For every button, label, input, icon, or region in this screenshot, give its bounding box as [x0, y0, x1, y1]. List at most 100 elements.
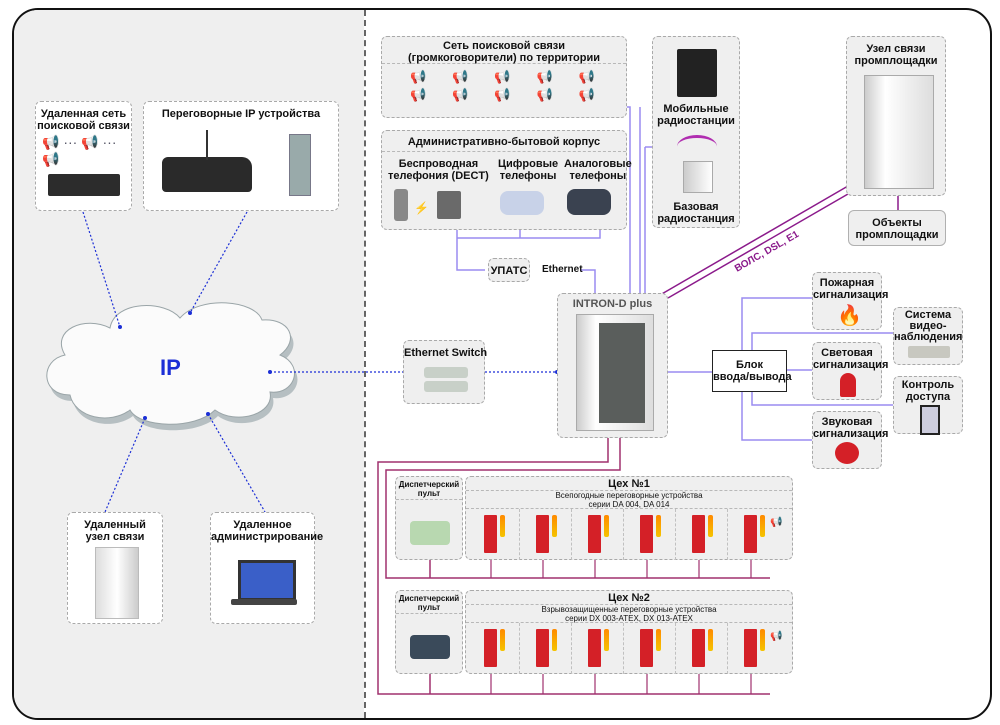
beacon-icon	[500, 515, 505, 537]
dect-base-icon	[437, 191, 461, 219]
core-system-title: INTRON-D plus	[572, 298, 653, 310]
intercom-cell	[676, 623, 728, 674]
beacon-icon	[840, 373, 856, 397]
base-station-icon	[683, 161, 713, 193]
ethernet-link-label: Ethernet	[542, 264, 583, 275]
fire-icon: 🔥	[837, 305, 862, 327]
camera-icon	[908, 346, 950, 358]
analog-phone-icon	[567, 189, 611, 215]
beacon-icon	[760, 629, 765, 651]
workshop-devices-box: Цех №1 Всепогодные переговорные устройст…	[465, 476, 793, 560]
intercom-icon	[640, 515, 653, 553]
horn-speaker-icon: 📢	[770, 631, 783, 642]
workshop-devices-box: Цех №2 Взрывозащищенные переговорные уст…	[465, 590, 793, 674]
horn-speaker-icon: 📢	[770, 517, 783, 528]
intercom-cell	[572, 509, 624, 560]
gooseneck-mic-icon	[206, 130, 208, 160]
admin-building-title: Административно-бытовой корпус	[407, 136, 601, 148]
beacon-icon	[604, 515, 609, 537]
laptop-icon	[238, 560, 296, 601]
territory-speaker-icons: 📢📢📢📢📢	[410, 69, 621, 84]
speaker-icons: 📢 ··· 📢 ··· 📢	[42, 134, 117, 167]
admin-building-box: Административно-бытовой корпус Беспровод…	[381, 130, 632, 230]
intercom-cell	[520, 623, 572, 674]
ip-cloud-label: IP	[160, 355, 181, 380]
beacon-icon	[656, 629, 661, 651]
core-rack-icon	[576, 314, 654, 431]
intercom-icon	[588, 629, 601, 667]
intercom-cell	[572, 623, 624, 674]
dect-handset-icon	[394, 189, 408, 221]
digital-phone-icon	[500, 191, 544, 215]
intercom-icon	[692, 629, 705, 667]
intercom-icon	[484, 629, 497, 667]
beacon-icon	[552, 515, 557, 537]
beacon-icon	[656, 515, 661, 537]
paging-network-title: Сеть поисковой связи(громкоговорители) п…	[407, 40, 601, 64]
pbx-label: УПАТС	[490, 265, 528, 277]
intercom-icon	[692, 515, 705, 553]
intercom-cell	[520, 509, 572, 560]
intercom-icon	[536, 629, 549, 667]
dispatcher-console-icon	[410, 635, 450, 659]
zone-divider	[364, 10, 366, 718]
pbx-box: УПАТС	[488, 258, 530, 282]
workshop-subtitle: Взрывозащищенные переговорные устройства…	[541, 605, 717, 623]
intercom-cell	[468, 509, 520, 560]
switch-icon	[424, 367, 468, 378]
ip-intercoms-title: Переговорные IP устройства	[161, 108, 321, 120]
intercom-icon	[744, 515, 757, 553]
intercom-icon	[536, 515, 549, 553]
beacon-icon	[500, 629, 505, 651]
core-system-box: INTRON-D plus	[557, 293, 668, 438]
siren-icon	[835, 442, 859, 464]
radio-waves-icon	[677, 135, 717, 158]
workshop-title: Цех №2	[608, 592, 650, 604]
intercom-cell: 📢	[728, 623, 783, 674]
paging-network-box: Сеть поисковой связи(громкоговорители) п…	[381, 36, 627, 118]
ethernet-switch-title: Ethernet Switch	[404, 347, 488, 359]
workshop-title: Цех №1	[608, 478, 650, 490]
intercom-icon	[484, 515, 497, 553]
beacon-icon	[708, 515, 713, 537]
door-icon	[920, 405, 940, 435]
site-rack-icon	[864, 75, 934, 189]
paging-amplifier-icon	[48, 174, 120, 196]
ethernet-switch-box: Ethernet Switch	[403, 340, 488, 404]
dispatcher-console-icon	[410, 521, 450, 545]
rack-icon	[95, 547, 139, 619]
intercom-cell	[468, 623, 520, 674]
intercom-icon	[640, 629, 653, 667]
door-intercom-icon	[289, 134, 311, 196]
wireless-signal-icon: ⚡	[414, 201, 429, 215]
beacon-icon	[552, 629, 557, 651]
